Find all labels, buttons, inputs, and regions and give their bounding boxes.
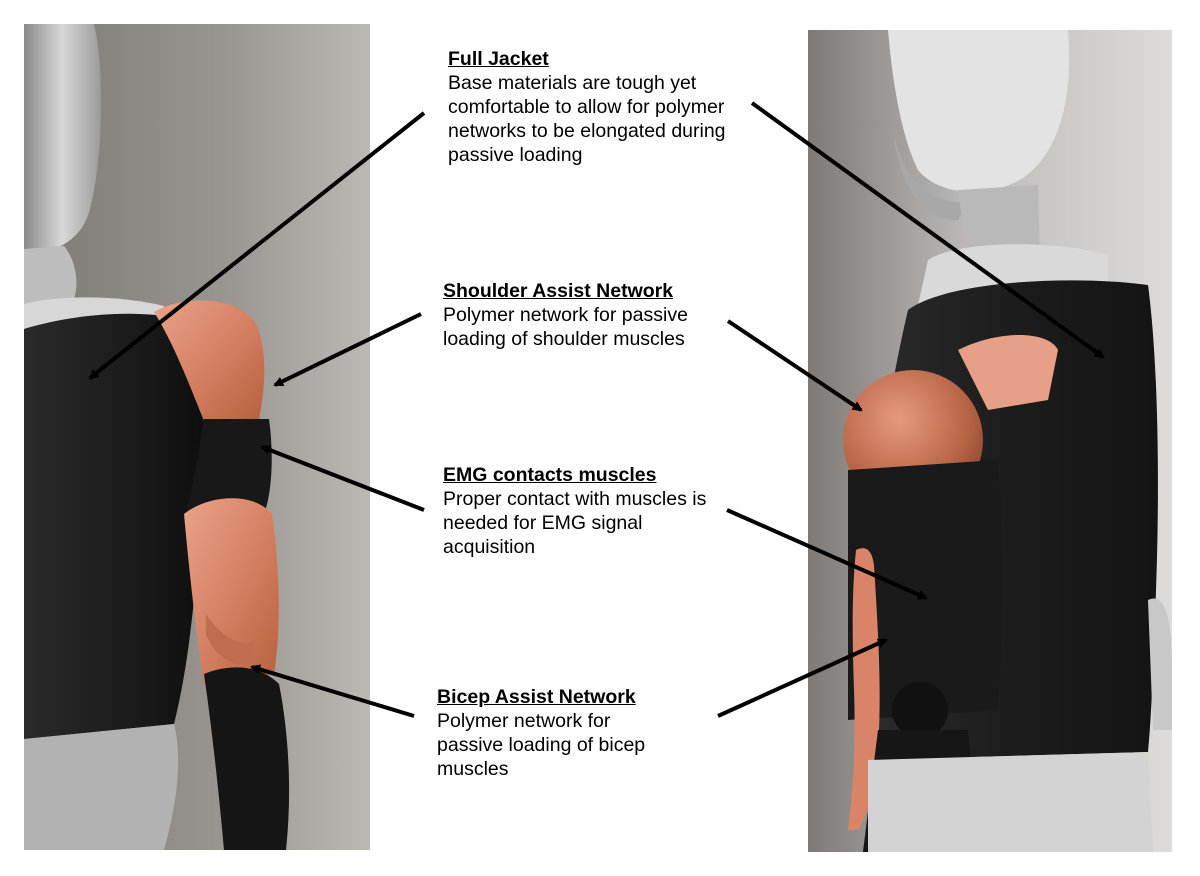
callout-heading: Full Jacket [448,48,549,70]
callout-heading: Bicep Assist Network [437,686,636,708]
callout-bicep-assist-network: Bicep Assist Network Polymer network for… [437,685,677,781]
callout-full-jacket: Full Jacket Base materials are tough yet… [448,47,748,167]
callout-description: Base materials are tough yet comfortable… [448,72,726,166]
callout-heading: Shoulder Assist Network [443,280,674,302]
callout-emg-contacts: EMG contacts muscles Proper contact with… [443,463,723,559]
right-mannequin-render [808,30,1172,852]
callout-description: Polymer network for passive loading of b… [437,710,646,780]
callout-heading: EMG contacts muscles [443,464,657,486]
callout-description: Polymer network for passive loading of s… [443,304,688,350]
callout-description: Proper contact with muscles is needed fo… [443,488,707,558]
callout-shoulder-assist-network: Shoulder Assist Network Polymer network … [443,279,743,351]
left-mannequin-render [24,24,370,850]
